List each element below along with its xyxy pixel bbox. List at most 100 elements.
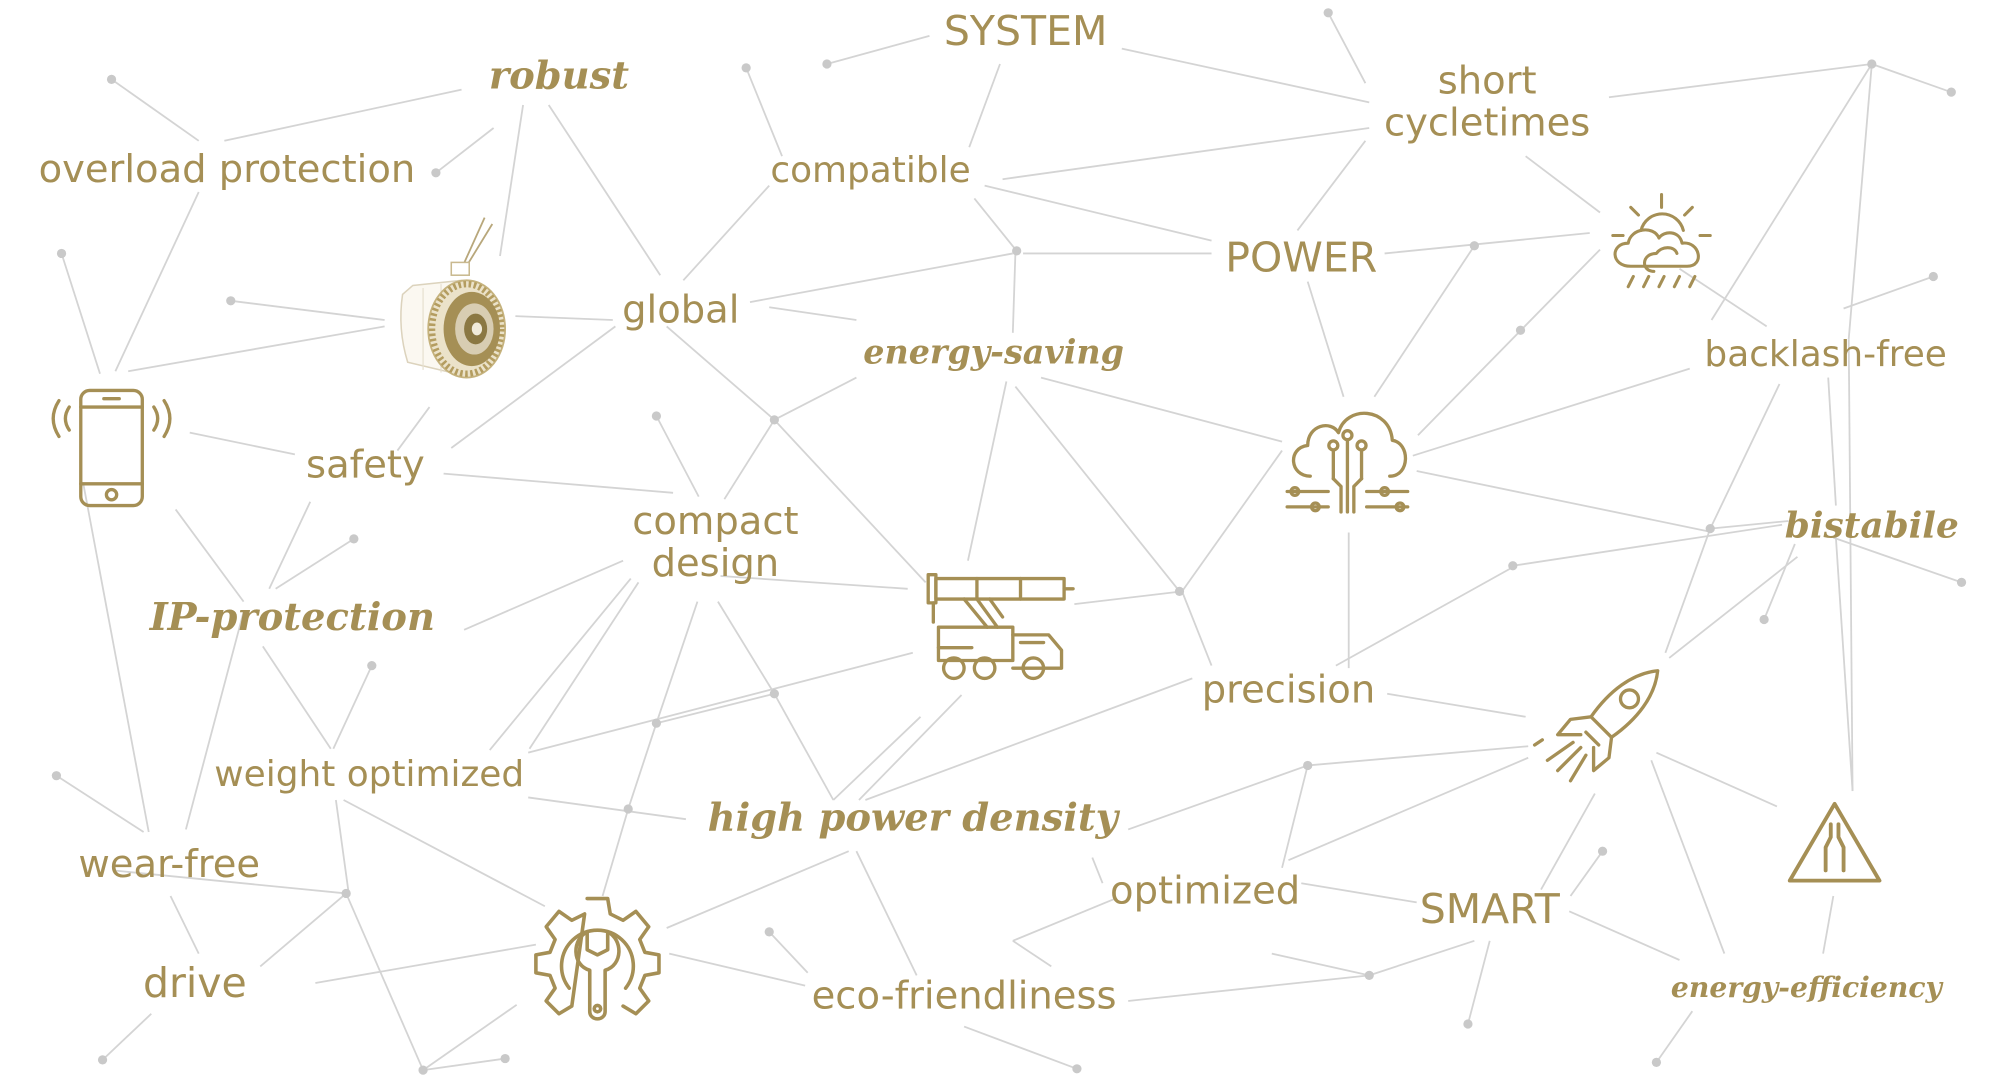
connector-line — [259, 892, 347, 968]
connector-line — [1608, 63, 1872, 99]
connector-line — [1568, 910, 1680, 961]
network-node-dot — [367, 660, 377, 671]
connector-line — [1373, 245, 1476, 398]
connector-line — [1835, 537, 1854, 792]
connector-line — [112, 869, 347, 895]
connector-line — [315, 943, 537, 984]
keyword-system: SYSTEM — [943, 6, 1108, 56]
network-node-dot — [418, 1065, 428, 1075]
network-node-dot — [431, 168, 441, 178]
connector-line — [749, 252, 1013, 303]
connector-line — [1281, 765, 1309, 869]
connector-line — [1040, 376, 1283, 443]
network-node-dot — [500, 1053, 510, 1064]
connector-line — [111, 78, 200, 142]
connector-line — [855, 850, 918, 976]
network-node-dot — [97, 1055, 108, 1065]
keyword-wear-free: wear-free — [78, 842, 261, 888]
connector-line — [656, 692, 775, 725]
keyword-robust: robust — [488, 53, 630, 99]
connector-line — [1822, 895, 1835, 954]
connector-line — [858, 694, 963, 801]
connector-line — [332, 665, 373, 750]
keyword-precision: precision — [1201, 668, 1376, 713]
connector-line — [1012, 940, 1052, 968]
cloud-circuit-icon — [1285, 411, 1410, 514]
keyword-high-power-density: high power density — [707, 796, 1118, 841]
connector-line — [1011, 253, 1017, 333]
connector-line — [1467, 940, 1491, 1025]
connector-line — [655, 415, 700, 498]
network-node-dot — [349, 534, 359, 544]
connector-line — [666, 850, 850, 929]
connector-line — [745, 67, 783, 157]
connector-line — [601, 808, 630, 897]
connector-line — [669, 952, 806, 987]
road-narrows-sign-icon — [1787, 801, 1882, 883]
keyword-bistabile: bistabile — [1784, 504, 1959, 547]
connector-line — [1368, 939, 1475, 977]
weather-icon — [1611, 193, 1712, 289]
network-node-dot — [822, 59, 832, 69]
network-node-dot — [1759, 614, 1769, 625]
connector-line — [174, 508, 245, 603]
connector-line — [1417, 248, 1601, 436]
connector-line — [769, 306, 857, 321]
connector-line — [773, 376, 857, 421]
network-node-dot — [1463, 1019, 1473, 1029]
connector-line — [1847, 63, 1873, 340]
rocket-icon — [1532, 669, 1660, 783]
keyword-global: global — [622, 288, 740, 333]
connector-line — [1650, 760, 1726, 954]
connector-line — [230, 299, 385, 321]
network-node-dot — [769, 415, 779, 425]
connector-line — [275, 538, 355, 590]
connector-line — [450, 325, 616, 449]
connector-line — [967, 381, 1008, 561]
connector-line — [1387, 692, 1526, 718]
smartphone-icon — [51, 388, 172, 508]
network-node-dot — [1012, 246, 1022, 256]
connector-line — [1656, 751, 1778, 808]
connector-line — [343, 799, 546, 908]
connector-line — [463, 559, 624, 631]
connector-line — [1412, 367, 1691, 457]
connector-line — [1014, 386, 1181, 592]
keyword-optimized: optimized — [1110, 869, 1301, 914]
connector-line — [528, 581, 640, 750]
connector-line — [1710, 63, 1873, 321]
network-node-dot — [226, 296, 236, 306]
connector-line — [1384, 232, 1590, 255]
connector-line — [768, 931, 809, 974]
connector-line — [1416, 470, 1708, 533]
connector-line — [1121, 47, 1370, 104]
crane-truck-icon — [926, 573, 1075, 681]
keyword-safety: safety — [306, 442, 425, 488]
network-node-dot — [1508, 561, 1518, 571]
connector-line — [515, 315, 613, 321]
network-node-dot — [1469, 241, 1479, 251]
connector-line — [723, 419, 776, 500]
connector-line — [435, 127, 495, 174]
network-node-dot — [1867, 59, 1877, 69]
connector-line — [984, 184, 1212, 242]
connector-line — [1296, 140, 1367, 231]
network-node-dot — [1072, 1064, 1082, 1074]
connector-line — [1827, 377, 1837, 506]
keyword-drive: drive — [142, 958, 247, 1008]
connector-line — [1525, 155, 1601, 214]
connector-line — [865, 677, 1193, 801]
connector-line — [1327, 12, 1367, 84]
connector-line — [547, 104, 662, 276]
network-node-dot — [1174, 586, 1185, 596]
keyword-weight-optimized: weight optimized — [214, 752, 525, 795]
network-node-dot — [56, 248, 67, 259]
connector-line — [1074, 590, 1183, 606]
connector-line — [1127, 764, 1308, 831]
connector-line — [262, 645, 332, 750]
connector-line — [1301, 882, 1417, 904]
connector-line — [666, 325, 775, 421]
network-node-dot — [106, 74, 117, 84]
connector-line — [443, 472, 674, 494]
